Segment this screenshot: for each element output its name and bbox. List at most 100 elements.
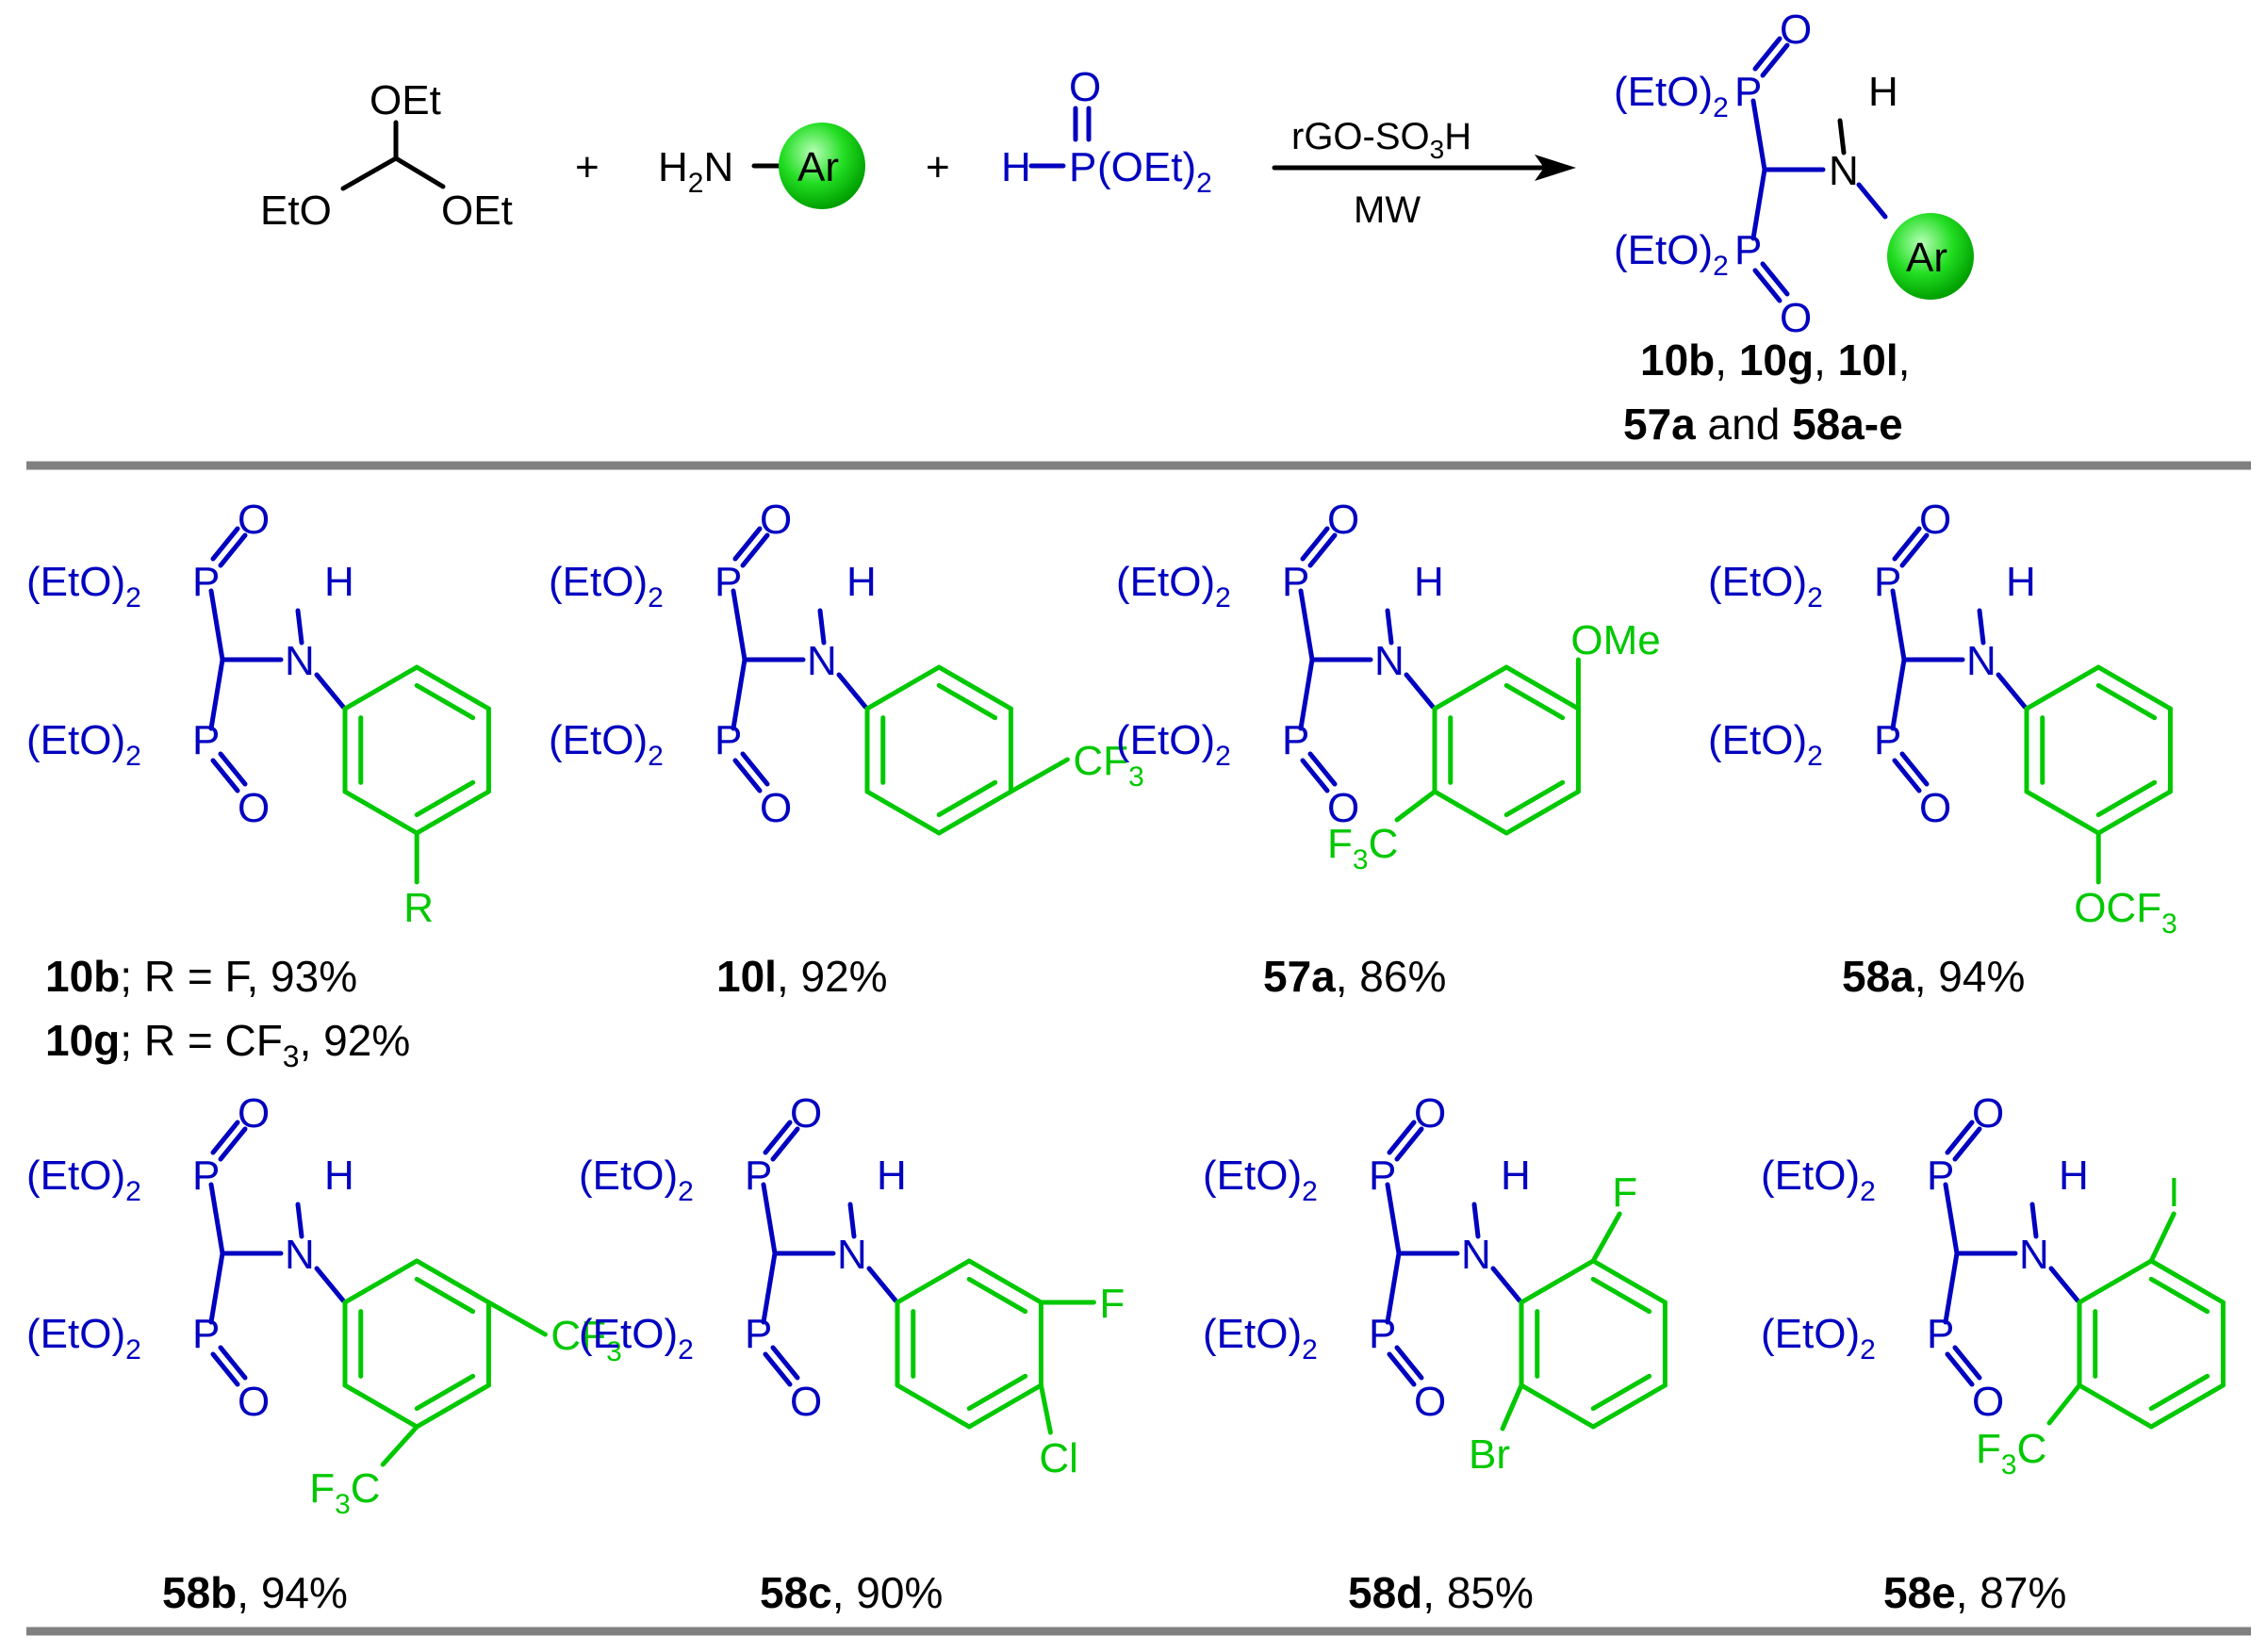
caption-58e: 58e, 87% <box>1883 1568 2066 1617</box>
phosphorus-bottom: P <box>1927 1311 1954 1357</box>
oxygen-bottom: O <box>1972 1379 2004 1425</box>
reaction-equation: OEt EtO OEt + H2N Ar + H P O (OEt)2 rGO-… <box>260 7 1974 449</box>
substituent-cl: Cl <box>1039 1435 1078 1481</box>
product-eto-top: (EtO)2 <box>1614 69 1729 123</box>
nitrogen: N <box>285 638 315 684</box>
phosphonate-group-bottom: (EtO)2 <box>549 717 664 772</box>
oxygen-top: O <box>1972 1090 2004 1137</box>
oxygen-bottom: O <box>238 785 270 831</box>
phosphorus-bottom: P <box>192 1311 220 1357</box>
phosphite-oet: (OEt)2 <box>1097 144 1212 199</box>
phosphonate-group-bottom: (EtO)2 <box>26 717 141 772</box>
product-o-bottom: O <box>1780 295 1812 341</box>
phosphorus-top: P <box>192 559 220 605</box>
oxygen-bottom: O <box>1327 785 1359 831</box>
hydrogen: H <box>2059 1153 2089 1199</box>
substituent-r: R <box>403 885 434 931</box>
plus-sign-2: + <box>926 144 950 190</box>
caption-10g: 10g; R = CF3, 92% <box>45 1016 410 1073</box>
product-eto-bottom: (EtO)2 <box>1614 227 1729 282</box>
phosphorus-top: P <box>1369 1153 1396 1199</box>
substituent-f3c: F3C <box>1976 1426 2046 1480</box>
hydrogen: H <box>1414 559 1444 605</box>
phosphite-h: H <box>1001 144 1031 190</box>
substituent-ocf3: OCF3 <box>2074 885 2177 940</box>
eto-label-left: EtO <box>260 188 332 234</box>
substituent-f3c: F3C <box>1327 821 1398 875</box>
caption-10l: 10l, 92% <box>716 952 888 1001</box>
phosphorus-bottom: P <box>1369 1311 1396 1357</box>
nitrogen: N <box>1461 1232 1491 1278</box>
oxygen-top: O <box>1414 1090 1446 1137</box>
oet-label-right: OEt <box>441 188 513 234</box>
substituent-ome: OMe <box>1570 617 1660 663</box>
oxygen-bottom: O <box>238 1379 270 1425</box>
nitrogen: N <box>837 1232 867 1278</box>
oxygen-bottom: O <box>1414 1379 1446 1425</box>
phosphorus-bottom: P <box>1282 717 1309 763</box>
product-o-top: O <box>1780 7 1812 53</box>
phosphorus-top: P <box>1282 559 1309 605</box>
phosphorus-top: P <box>192 1153 220 1199</box>
triethyl-orthoformate: OEt EtO OEt <box>260 77 513 234</box>
product-label-line2: 57a and 58a-e <box>1623 400 1903 449</box>
hydrogen: H <box>324 559 354 605</box>
oxygen-top: O <box>1327 497 1359 543</box>
product-p-bottom: P <box>1734 227 1762 273</box>
phosphorus-bottom: P <box>715 717 742 763</box>
caption-58d: 58d, 85% <box>1348 1568 1534 1617</box>
oxygen-top: O <box>238 1090 270 1137</box>
product-h: H <box>1868 69 1898 115</box>
phosphonate-group-bottom: (EtO)2 <box>1761 1311 1876 1366</box>
nitrogen: N <box>1374 638 1405 684</box>
phosphonate-group-top: (EtO)2 <box>579 1153 694 1207</box>
diethyl-phosphite: H P O (OEt)2 <box>1001 64 1212 199</box>
oet-label-top: OEt <box>370 77 441 123</box>
substituent-f3c: F3C <box>309 1465 380 1520</box>
phosphonate-group-top: (EtO)2 <box>549 559 664 613</box>
product-aryl-ball-icon <box>1887 213 1974 300</box>
caption-10b: 10b; R = F, 93% <box>45 952 357 1001</box>
product-label-line1: 10b, 10g, 10l, <box>1640 335 1910 384</box>
phosphonate-group-bottom: (EtO)2 <box>1708 717 1823 772</box>
hydrogen: H <box>324 1153 354 1199</box>
oxygen-top: O <box>238 497 270 543</box>
oxygen-top: O <box>1919 497 1951 543</box>
oxygen-bottom: O <box>760 785 792 831</box>
generic-product: (EtO)2 P O (EtO)2 P O N H Ar <box>1614 7 1974 341</box>
amine-label: H2N <box>658 144 733 199</box>
nitrogen: N <box>2019 1232 2049 1278</box>
phosphorus-top: P <box>1874 559 1901 605</box>
plus-sign-1: + <box>575 144 600 190</box>
phosphonate-group-bottom: (EtO)2 <box>1203 1311 1318 1366</box>
caption-57a: 57a, 86% <box>1263 952 1446 1001</box>
phosphonate-group-top: (EtO)2 <box>1708 559 1823 613</box>
substituent-f: F <box>1099 1281 1125 1327</box>
phosphorus-top: P <box>715 559 742 605</box>
phosphonate-group-top: (EtO)2 <box>1203 1153 1318 1207</box>
phosphite-p: P <box>1069 144 1096 190</box>
reaction-arrow: rGO-SO3H MW <box>1272 116 1576 231</box>
hydrogen: H <box>877 1153 907 1199</box>
phosphite-o: O <box>1069 64 1101 110</box>
phosphonate-group-top: (EtO)2 <box>26 1153 141 1207</box>
product-ar-label: Ar <box>1906 235 1947 281</box>
oxygen-top: O <box>760 497 792 543</box>
phosphonate-group-bottom: (EtO)2 <box>26 1311 141 1366</box>
aryl-amine: H2N Ar <box>658 123 865 209</box>
phosphonate-group-bottom: (EtO)2 <box>1116 717 1231 772</box>
substituent-f: F <box>1612 1169 1637 1216</box>
oxygen-top: O <box>790 1090 822 1137</box>
hydrogen: H <box>846 559 877 605</box>
aryl-ball-icon <box>779 123 865 209</box>
phosphonate-group-top: (EtO)2 <box>26 559 141 613</box>
hydrogen: H <box>2006 559 2036 605</box>
